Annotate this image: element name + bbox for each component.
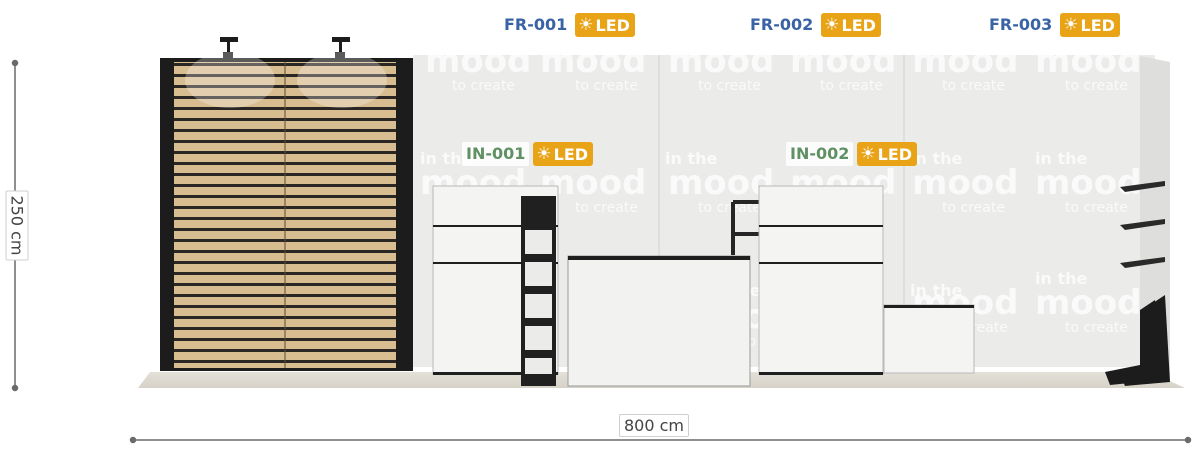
side-counter [883,304,975,374]
svg-text:mood: mood [1035,283,1141,323]
inner-tag-label: IN-002 [786,142,854,166]
svg-text:to create: to create [452,78,515,94]
spotlight-glow [297,52,387,108]
width-dimension-line [129,436,1192,444]
inner-tag-in-001: IN-001 ☀LED [462,142,594,166]
led-badge: ☀LED [857,142,918,166]
svg-text:mood: mood [912,41,1018,81]
spotlight [332,37,350,58]
svg-text:to create: to create [942,200,1005,216]
wall-shelves [1120,181,1165,268]
svg-text:to create: to create [698,78,761,94]
led-badge: ☀LED [533,142,594,166]
svg-text:in the: in the [1035,149,1087,168]
sun-icon: ☀ [578,15,594,35]
width-dimension-label: 800 cm [619,414,690,437]
frame-tag-label: FR-002 [746,13,818,37]
inner-tag-in-002: IN-002 ☀LED [786,142,918,166]
svg-text:in the: in the [1035,269,1087,288]
svg-text:in the: in the [420,149,472,168]
frame-tag-label: FR-001 [500,13,572,37]
reception-counter [567,255,751,387]
led-badge: ☀LED [1060,13,1120,37]
pipe-shelf [731,200,760,255]
svg-text:to create: to create [575,78,638,94]
inner-tag-label: IN-001 [462,142,530,166]
height-dimension-label: 250 cm [5,190,29,261]
sun-icon: ☀ [1063,15,1079,35]
svg-text:in the: in the [665,149,717,168]
svg-text:to create: to create [942,78,1005,94]
counter-right [758,185,884,375]
svg-text:mood: mood [1035,163,1141,203]
shoe-display [1105,295,1170,386]
frame-tag-fr-001: FR-001 ☀LED [500,13,635,37]
svg-text:mood: mood [1035,41,1141,81]
sun-icon: ☀ [824,15,840,35]
frame-tag-fr-002: FR-002 ☀LED [746,13,881,37]
sun-icon: ☀ [536,144,552,164]
svg-text:to create: to create [820,78,883,94]
frame-tag-label: FR-003 [985,13,1057,37]
svg-text:mood: mood [425,41,531,81]
svg-text:to create: to create [1065,320,1128,336]
svg-text:to create: to create [1065,200,1128,216]
spotlight-glow [185,52,275,108]
svg-text:in the: in the [910,281,962,300]
frame-tag-fr-003: FR-003 ☀LED [985,13,1120,37]
brochure-rack [521,196,556,386]
led-badge: ☀LED [821,13,881,37]
svg-text:mood: mood [668,41,774,81]
svg-text:to create: to create [1065,78,1128,94]
spotlight [220,37,238,58]
svg-text:to create: to create [575,200,638,216]
svg-text:in the: in the [910,149,962,168]
svg-text:mood: mood [912,163,1018,203]
led-badge: ☀LED [575,13,635,37]
svg-text:mood: mood [540,41,646,81]
svg-text:mood: mood [790,41,896,81]
svg-text:mood: mood [668,163,774,203]
sun-icon: ☀ [860,144,876,164]
